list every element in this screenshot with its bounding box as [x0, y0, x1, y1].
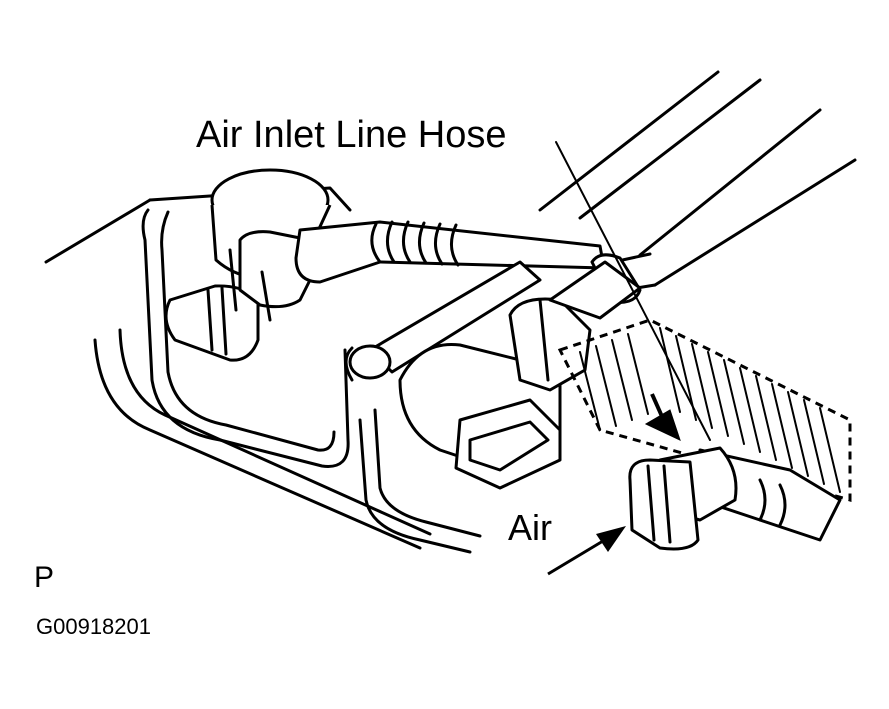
center-actuator: [398, 260, 642, 490]
air-inlet-line-hose-label: Air Inlet Line Hose: [196, 114, 507, 156]
view-marker-label: P: [34, 561, 55, 594]
hose-leader-line: [555, 141, 711, 441]
left-valve: [164, 168, 332, 362]
removal-arrow: [644, 393, 681, 441]
figure-code-label: G00918201: [36, 614, 151, 639]
air-flow-arrow: [547, 526, 626, 576]
air-label: Air: [508, 507, 552, 548]
mounting-bracket: [44, 186, 482, 554]
detached-hose-end: [628, 446, 842, 551]
connecting-rod: [344, 260, 542, 382]
